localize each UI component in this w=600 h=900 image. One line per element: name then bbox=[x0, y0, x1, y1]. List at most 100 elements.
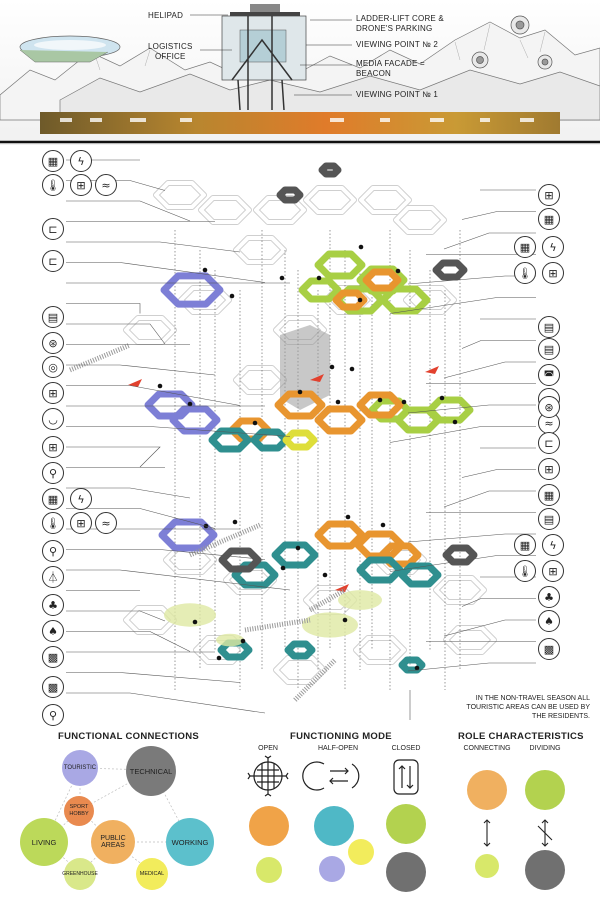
working-cluster-mid-1 bbox=[250, 428, 290, 452]
greenhouse-patch-1 bbox=[302, 612, 358, 638]
working-cluster-low-1 bbox=[271, 541, 319, 569]
connecting-arrow-icon bbox=[483, 819, 491, 847]
panorama-illustration bbox=[0, 0, 600, 145]
bathtub-icon: ◡ bbox=[42, 408, 64, 430]
node-dot-15 bbox=[279, 275, 285, 281]
trees-icon: ♠ bbox=[538, 610, 560, 632]
leader-left-17 bbox=[66, 508, 216, 529]
leader-right-20 bbox=[443, 619, 536, 637]
node-dot-20 bbox=[295, 545, 301, 551]
label-ladder-lift: LADDER-LIFT CORE & DRONE'S PARKING bbox=[356, 14, 444, 33]
technical-cluster-2 bbox=[432, 259, 468, 281]
bed-icon: ⊏ bbox=[538, 432, 560, 454]
microscope-icon: ⚲ bbox=[42, 540, 64, 562]
greenhouse-patch-3 bbox=[216, 633, 244, 647]
bubble-technical: TECHNICAL bbox=[126, 746, 176, 796]
bg-hex-6-inner bbox=[234, 235, 286, 265]
node-dot-23 bbox=[342, 617, 348, 623]
leader-left-4 bbox=[66, 241, 241, 253]
mode-half-open-large bbox=[314, 806, 354, 846]
greenhouse-patch-0 bbox=[164, 603, 216, 627]
public-cluster-low-1 bbox=[354, 530, 406, 560]
node-dot-4 bbox=[252, 420, 258, 426]
leader-right-22 bbox=[407, 662, 536, 672]
cart-icon: ⊞ bbox=[542, 560, 564, 582]
ladder-1 bbox=[189, 522, 261, 558]
closed-mode-icon bbox=[393, 759, 419, 795]
technical-cluster-1 bbox=[318, 162, 342, 178]
hexagon-network-diagram bbox=[66, 159, 536, 720]
grid-icon: ▩ bbox=[538, 638, 560, 660]
leader-right-14 bbox=[443, 490, 536, 508]
working-cluster-low-0 bbox=[231, 561, 279, 589]
node-dot-18 bbox=[345, 514, 351, 520]
water-icon: ≈ bbox=[95, 512, 117, 534]
living-cluster-mid-1 bbox=[426, 396, 474, 424]
cart-icon: ⊞ bbox=[538, 184, 560, 206]
public-cluster-mid-1 bbox=[314, 405, 366, 435]
mode-open-large bbox=[249, 806, 289, 846]
touristic-hex-top-0 bbox=[160, 272, 224, 308]
bg-hex-22-inner bbox=[444, 625, 496, 655]
public-cluster-mid-0 bbox=[274, 390, 326, 420]
touristic-hex-mid-1 bbox=[169, 405, 221, 435]
node-dot-7 bbox=[349, 366, 355, 372]
public-cluster-mid-2 bbox=[356, 391, 404, 419]
leader-left-19 bbox=[66, 549, 266, 560]
node-dot-2 bbox=[157, 383, 163, 389]
node-dot-26 bbox=[216, 655, 222, 661]
scooter-icon: ⊛ bbox=[42, 332, 64, 354]
mode-closed-dark bbox=[386, 852, 426, 892]
bg-hex-5-inner bbox=[394, 205, 446, 235]
label-helipad: HELIPAD bbox=[148, 11, 184, 20]
leader-left-23 bbox=[66, 631, 191, 652]
mode-label-closed: CLOSED bbox=[391, 745, 421, 752]
bg-hex-3-inner bbox=[304, 185, 356, 215]
trees-icon: ♠ bbox=[42, 620, 64, 642]
mode-open-small bbox=[256, 857, 282, 883]
node-dot-11 bbox=[452, 419, 458, 425]
bg-hex-8-inner bbox=[124, 315, 176, 345]
public-cluster-top-0 bbox=[362, 268, 402, 292]
pot-icon: ◚ bbox=[538, 364, 560, 386]
grid-icon: ▩ bbox=[42, 646, 64, 668]
leader-right-13 bbox=[461, 469, 536, 478]
working-cluster-low-2 bbox=[356, 556, 404, 584]
bubble-sport-hobby: SPORT HOBBY bbox=[64, 796, 94, 826]
node-dot-5 bbox=[297, 389, 303, 395]
bg-hex-21-inner bbox=[124, 605, 176, 635]
label-viewing-point-1: VIEWING POINT № 1 bbox=[356, 90, 439, 99]
working-cluster-mid-0 bbox=[208, 427, 252, 453]
bg-hex-20-inner bbox=[354, 635, 406, 665]
leader-right-1 bbox=[461, 211, 536, 220]
node-dot-29 bbox=[377, 397, 383, 403]
water-icon: ≈ bbox=[95, 174, 117, 196]
node-dot-27 bbox=[414, 665, 420, 671]
building-icon: ▦ bbox=[42, 150, 64, 172]
node-dot-28 bbox=[357, 297, 363, 303]
node-dot-8 bbox=[335, 399, 341, 405]
core-volume bbox=[280, 325, 330, 410]
bed-icon: ⊏ bbox=[42, 218, 64, 240]
living-cluster-top-4 bbox=[298, 277, 342, 303]
leader-left-13 bbox=[66, 426, 291, 437]
node-dot-0 bbox=[202, 267, 208, 273]
flask-icon: ⏃ bbox=[42, 566, 64, 588]
node-dot-3 bbox=[187, 401, 193, 407]
node-dot-24 bbox=[192, 619, 198, 625]
mode-half-open-purple bbox=[319, 856, 345, 882]
tower-illustration bbox=[221, 4, 307, 111]
thermometer-icon: 🌡 bbox=[514, 262, 536, 284]
microscope-icon: ⚲ bbox=[42, 462, 64, 484]
thermometer-icon: 🌡 bbox=[42, 174, 64, 196]
leader-left-2 bbox=[66, 200, 191, 222]
bubble-greenhouse: GREENHOUSE bbox=[62, 858, 98, 890]
functioning-mode-title: FUNCTIONING MODE bbox=[290, 731, 392, 742]
bubble-working: WORKING bbox=[166, 818, 214, 866]
mode-label-half-open: HALF-OPEN bbox=[317, 745, 359, 752]
leader-right-19 bbox=[461, 598, 536, 607]
leader-right-10 bbox=[407, 404, 536, 414]
ladder-4 bbox=[293, 658, 337, 702]
node-dot-17 bbox=[232, 519, 238, 525]
public-cluster-low-0 bbox=[314, 520, 366, 550]
